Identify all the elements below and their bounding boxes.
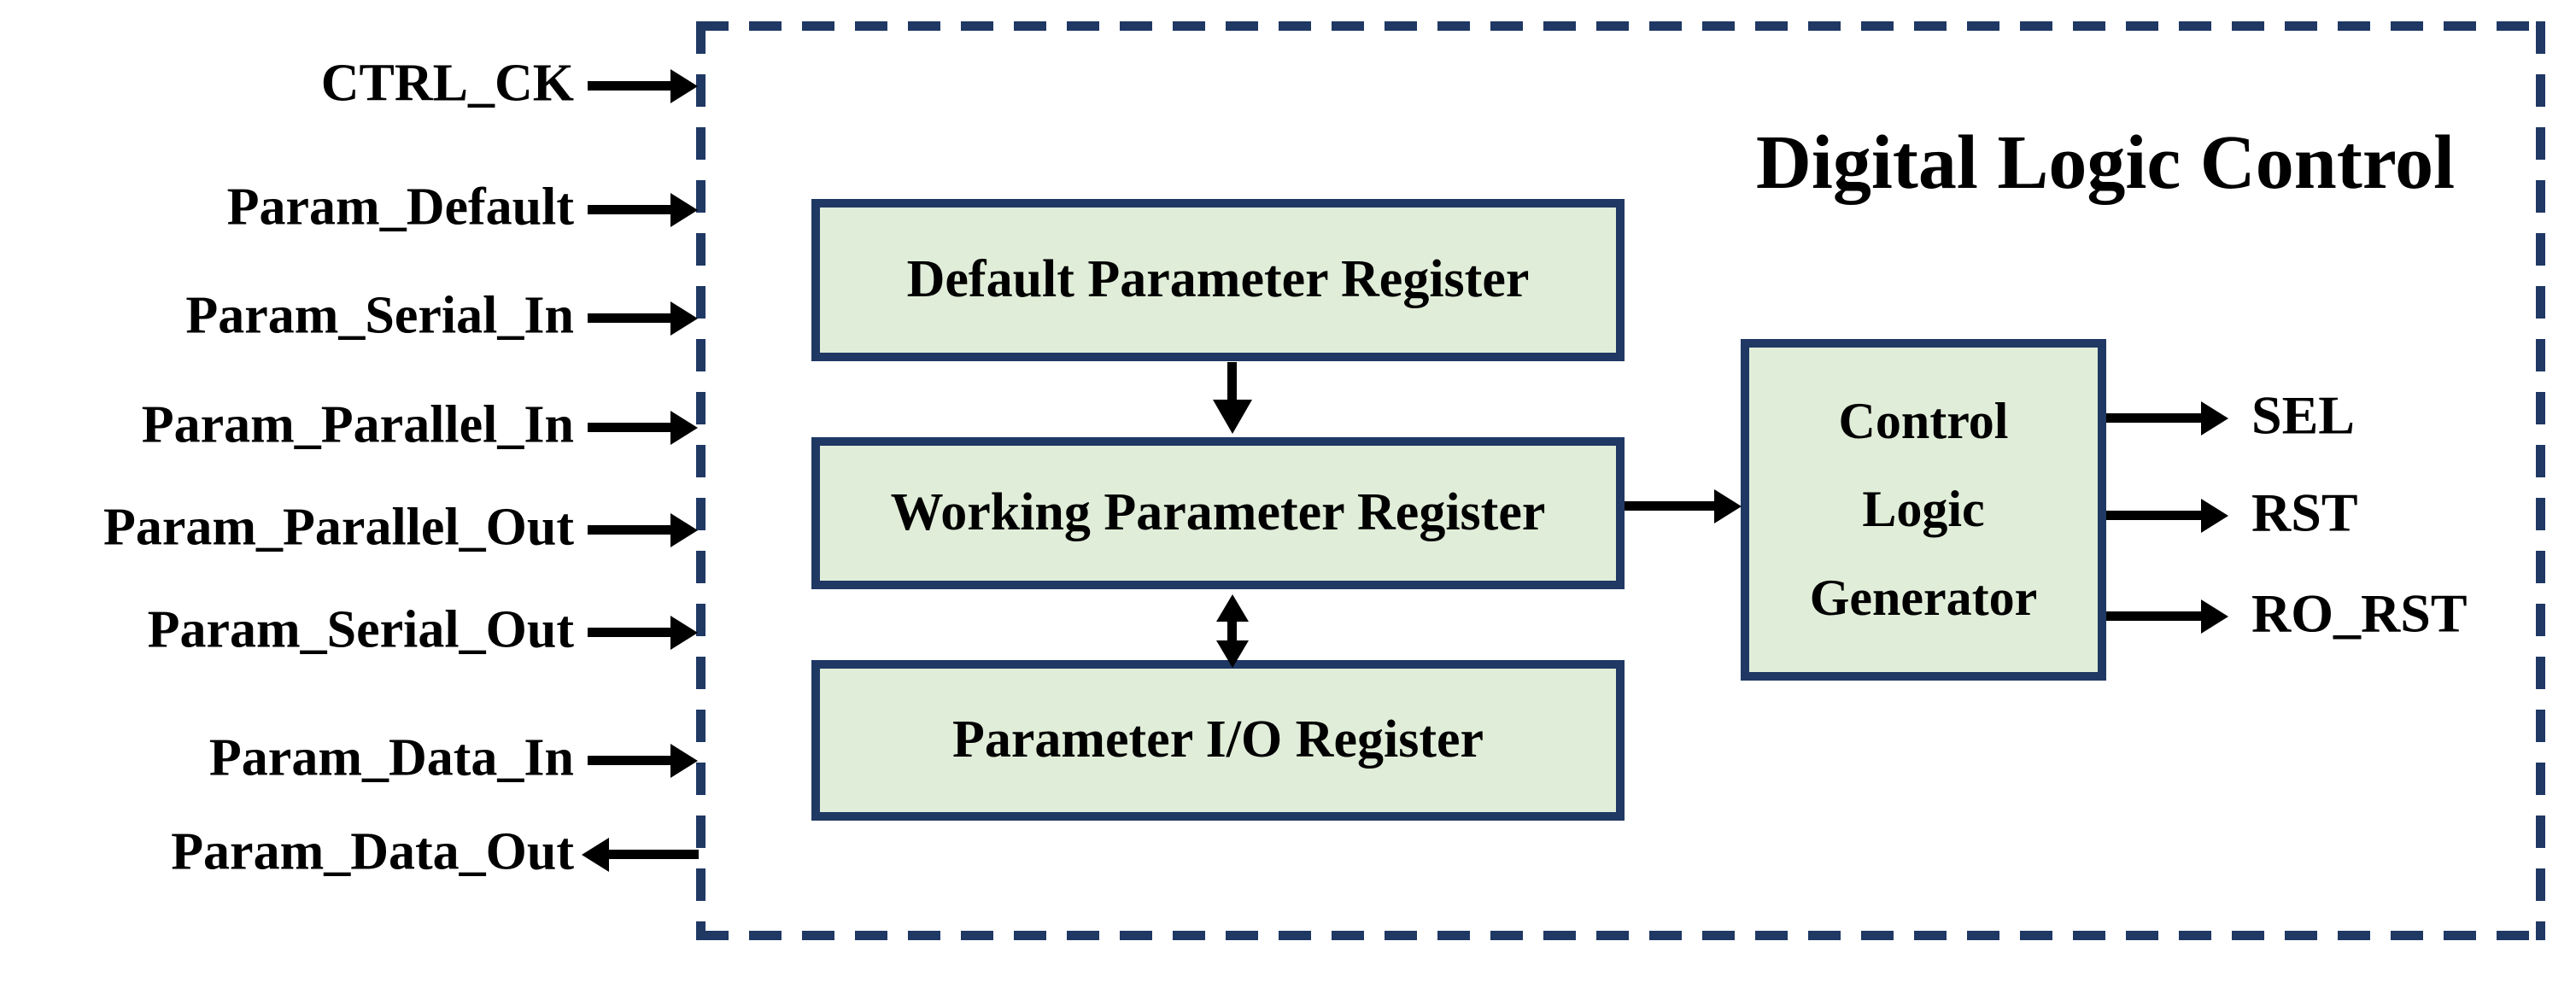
arrow-param-serial-out-in [588, 628, 671, 637]
control-logic-generator-line-3: Generator [1809, 569, 2038, 626]
block-default-parameter-register: Default Parameter Register [811, 199, 1625, 361]
control-logic-generator-line-2: Logic [1862, 481, 1985, 538]
block-parameter-io-register-label: Parameter I/O Register [951, 710, 1484, 769]
arrow-ctrl-ck-in [588, 81, 671, 91]
arrow-param-data-in [588, 756, 671, 765]
arrow-ro-rst-out [2106, 611, 2202, 621]
arrow-param-parallel-out-in [588, 525, 671, 535]
signal-label-param-data-in: Param_Data_In [208, 728, 574, 787]
signal-label-ro-rst: RO_RST [2251, 582, 2468, 644]
arrow-working-to-control-logic [1625, 501, 1715, 511]
signal-label-param-serial-out: Param_Serial_Out [147, 600, 574, 659]
diagram-title: Digital Logic Control [1755, 120, 2456, 205]
signal-label-param-parallel-in: Param_Parallel_In [141, 395, 574, 454]
signal-label-param-parallel-out: Param_Parallel_Out [103, 498, 574, 557]
arrow-working-io-bidirectional [1227, 620, 1237, 642]
arrow-param-parallel-in [588, 423, 671, 432]
arrow-rst-out [2106, 511, 2202, 520]
block-default-parameter-register-label: Default Parameter Register [906, 250, 1530, 309]
signal-label-param-serial-in: Param_Serial_In [185, 286, 574, 345]
arrow-default-to-working [1227, 362, 1237, 401]
block-parameter-io-register: Parameter I/O Register [811, 660, 1625, 821]
signal-label-param-default: Param_Default [226, 178, 574, 237]
boundary-dashed-bottom [696, 931, 2545, 940]
signal-label-param-data-out: Param_Data_Out [171, 822, 574, 881]
boundary-dashed-right [2536, 21, 2545, 940]
arrow-sel-out [2106, 413, 2202, 423]
block-control-logic-generator: Control Logic Generator [1741, 339, 2106, 681]
block-working-parameter-register: Working Parameter Register [811, 437, 1625, 589]
control-logic-generator-line-1: Control [1838, 393, 2009, 450]
signal-label-ctrl-ck: CTRL_CK [320, 54, 574, 113]
arrow-param-default-in [588, 205, 671, 214]
boundary-dashed-top [696, 21, 2545, 31]
signal-label-rst: RST [2251, 482, 2358, 543]
boundary-dashed-left [696, 21, 705, 940]
signal-label-sel: SEL [2251, 384, 2355, 446]
block-working-parameter-register-label: Working Parameter Register [890, 483, 1546, 542]
arrow-param-serial-in [588, 313, 671, 323]
arrow-param-data-out [608, 850, 699, 859]
